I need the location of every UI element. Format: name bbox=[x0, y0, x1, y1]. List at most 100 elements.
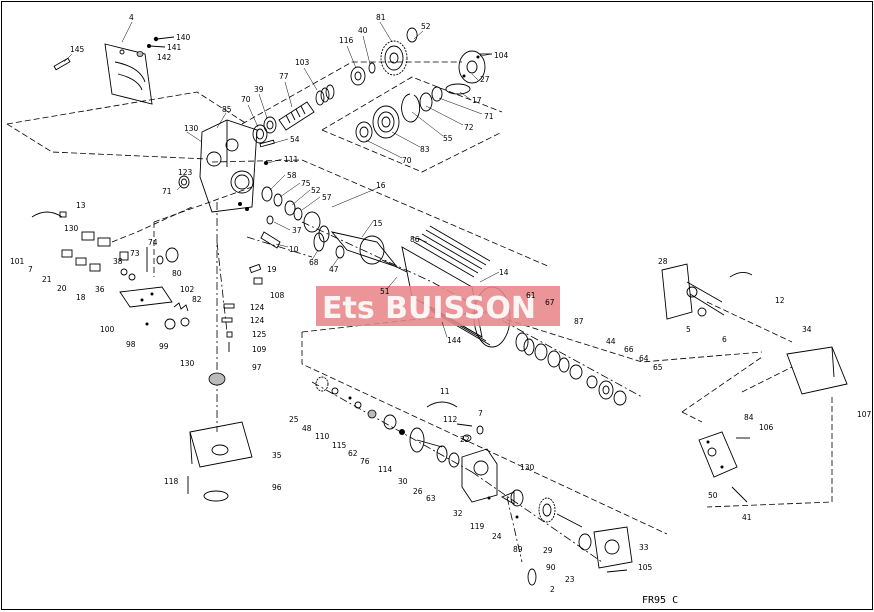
part-105-screw bbox=[606, 569, 628, 573]
drawing-code: FR95 C bbox=[642, 595, 678, 606]
callout-24: 24 bbox=[492, 532, 502, 541]
callout-119: 119 bbox=[470, 522, 485, 531]
callout-26: 26 bbox=[413, 487, 423, 496]
callout-84: 84 bbox=[744, 413, 754, 422]
callout-44: 44 bbox=[606, 337, 616, 346]
callout-37: 37 bbox=[292, 226, 302, 235]
watermark-text: Ets BUISSON bbox=[322, 291, 536, 326]
callout-17: 17 bbox=[472, 96, 482, 105]
callout-5: 5 bbox=[686, 325, 691, 334]
callout-123: 123 bbox=[178, 168, 193, 177]
callout-14: 14 bbox=[499, 268, 509, 277]
part-116-40-bearings bbox=[350, 62, 376, 86]
part-71-ring bbox=[178, 175, 190, 189]
part-97-bushing bbox=[208, 372, 226, 386]
callout-38: 38 bbox=[113, 257, 123, 266]
part-37-10-small bbox=[260, 215, 281, 249]
callout-142: 142 bbox=[157, 53, 172, 62]
callout-62: 62 bbox=[348, 449, 358, 458]
part-74-80-parts bbox=[146, 247, 179, 272]
callout-47: 47 bbox=[329, 265, 339, 274]
part-19-125-small-parts bbox=[221, 263, 263, 352]
callout-77: 77 bbox=[279, 72, 289, 81]
callout-22: 22 bbox=[460, 435, 470, 444]
callout-67: 67 bbox=[545, 298, 555, 307]
callout-66: 66 bbox=[624, 345, 634, 354]
part-54-key bbox=[259, 139, 275, 148]
callout-61: 61 bbox=[526, 291, 536, 300]
callout-85: 85 bbox=[222, 105, 232, 114]
callout-65: 65 bbox=[653, 363, 663, 372]
callout-33: 33 bbox=[639, 543, 649, 552]
part-68-ring bbox=[313, 232, 325, 252]
callout-50: 50 bbox=[708, 491, 718, 500]
callout-105: 105 bbox=[638, 563, 653, 572]
callout-71-a: 71 bbox=[162, 187, 172, 196]
callout-32: 32 bbox=[453, 509, 463, 518]
callout-2: 2 bbox=[550, 585, 555, 594]
callout-7-b: 7 bbox=[478, 409, 483, 418]
part-18-21-terminal-blocks bbox=[61, 231, 136, 281]
callout-74: 74 bbox=[148, 238, 158, 247]
callout-29: 29 bbox=[543, 546, 553, 555]
callout-36: 36 bbox=[95, 285, 105, 294]
callout-41: 41 bbox=[742, 513, 752, 522]
callout-18: 18 bbox=[76, 293, 86, 302]
part-96-oring bbox=[203, 490, 229, 502]
callout-82: 82 bbox=[192, 295, 202, 304]
callout-102: 102 bbox=[180, 285, 195, 294]
part-25-76-shaft-group bbox=[315, 376, 405, 435]
callout-70-a: 70 bbox=[241, 95, 251, 104]
callout-103: 103 bbox=[295, 58, 310, 67]
callout-106: 106 bbox=[759, 423, 774, 432]
part-99-ring bbox=[164, 318, 176, 330]
callout-52-b: 52 bbox=[311, 186, 321, 195]
part-84-terminal-plate bbox=[698, 431, 750, 503]
leader-lines bbox=[63, 21, 500, 338]
callout-145: 145 bbox=[70, 45, 85, 54]
callout-39: 39 bbox=[254, 85, 264, 94]
callout-130-d: 130 bbox=[520, 463, 535, 472]
callout-10: 10 bbox=[289, 245, 299, 254]
callout-130-c: 130 bbox=[180, 359, 195, 368]
callout-23: 23 bbox=[565, 575, 575, 584]
callout-110: 110 bbox=[315, 432, 330, 441]
callout-97: 97 bbox=[252, 363, 262, 372]
part-61-65-bearing-stack bbox=[515, 332, 627, 406]
callout-00: 80 bbox=[172, 269, 182, 278]
callout-71-b: 71 bbox=[484, 112, 494, 121]
callout-99: 99 bbox=[159, 342, 169, 351]
callout-63: 63 bbox=[426, 494, 436, 503]
part-52-circlip bbox=[406, 27, 418, 43]
callout-51: 51 bbox=[380, 287, 390, 296]
callout-107: 107 bbox=[857, 410, 872, 419]
callout-125: 125 bbox=[252, 330, 267, 339]
callout-89: 89 bbox=[513, 545, 523, 554]
callout-86: 86 bbox=[410, 235, 420, 244]
part-26-ring bbox=[436, 445, 448, 463]
callout-34: 34 bbox=[802, 325, 812, 334]
part-98-screw bbox=[145, 322, 149, 326]
part-99-ring-b bbox=[180, 317, 190, 327]
part-30-flange-shaft bbox=[409, 427, 443, 453]
part-77-pinion-shaft bbox=[278, 101, 315, 131]
part-34-terminal-box bbox=[786, 346, 848, 395]
part-11-cable bbox=[426, 401, 458, 408]
part-71-72-seals bbox=[401, 86, 443, 123]
part-4-bracket-plate bbox=[104, 43, 153, 105]
callout-101: 101 bbox=[10, 257, 25, 266]
callout-98: 98 bbox=[126, 340, 136, 349]
callout-109: 109 bbox=[252, 345, 267, 354]
callout-54: 54 bbox=[290, 135, 300, 144]
callout-87: 87 bbox=[574, 317, 584, 326]
part-13-cable bbox=[31, 211, 67, 218]
assembly-lines bbox=[6, 61, 833, 563]
part-17-oring bbox=[445, 83, 471, 95]
callout-35: 35 bbox=[272, 451, 282, 460]
watermark-logo: Ets BUISSON bbox=[316, 286, 560, 326]
part-70-39-bearings bbox=[252, 116, 277, 144]
callout-11: 11 bbox=[440, 387, 450, 396]
part-85-gearbox-housing bbox=[199, 119, 258, 213]
